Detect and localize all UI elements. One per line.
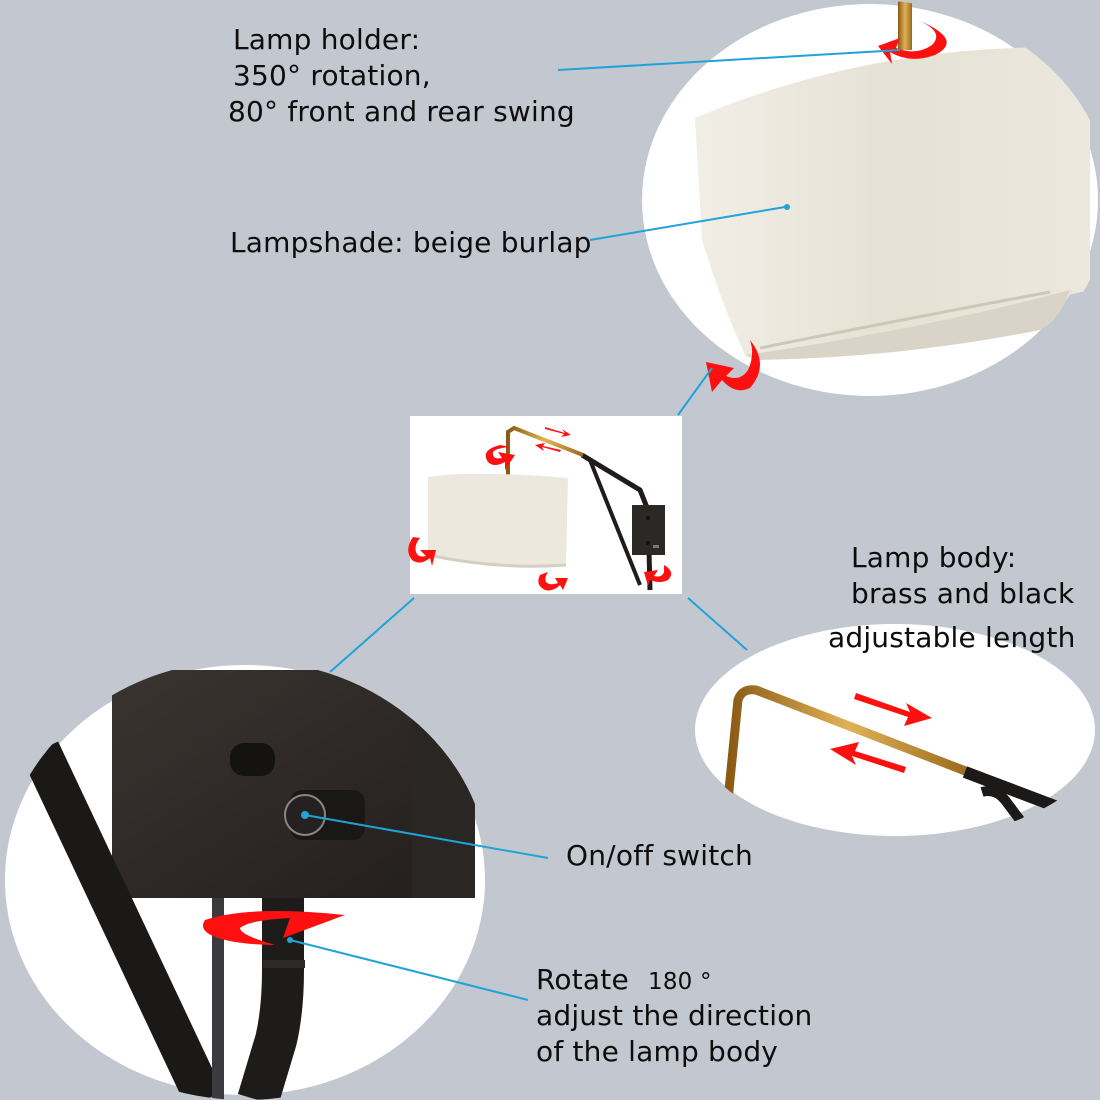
pointer-dot-icon [784, 204, 790, 210]
pointer-dot-icon [287, 937, 293, 943]
rotation-arrow-icon [203, 911, 345, 945]
lamp-holder-rotation: 350° rotation, [233, 59, 431, 92]
rotate-description-line2: of the lamp body [536, 1035, 779, 1068]
slide-arrow-icon [854, 693, 932, 726]
switch-detail-circle [5, 665, 485, 1100]
lamp-body-material: brass and black [851, 577, 1075, 610]
lampshade-label: Lampshade: beige burlap [230, 226, 592, 259]
lamp-body-title: Lamp body: [851, 541, 1017, 574]
product-overview-image [408, 416, 682, 594]
leader-lines [289, 49, 901, 1001]
rotation-arrow-icon [878, 20, 947, 64]
rotation-arrow-icon [408, 537, 436, 566]
rotation-arrow-icon [644, 565, 672, 586]
rotate-label: Rotate 180 ° [536, 962, 712, 1000]
lamp-holder-swing: 80° front and rear swing [228, 95, 575, 128]
slide-arrow-icon [535, 443, 561, 452]
rotate-degrees: 180 ° [647, 969, 712, 995]
slide-arrow-icon [545, 427, 571, 437]
lamp-holder-title: Lamp holder: [233, 23, 421, 56]
pointer-dot-icon [301, 811, 309, 819]
rotate-description-line1: adjust the direction [536, 999, 813, 1032]
rotate-word: Rotate [536, 963, 629, 996]
slide-arrow-icon [830, 742, 906, 773]
switch-label: On/off switch [566, 839, 753, 872]
rotation-arrow-icon [538, 572, 568, 591]
lamp-body-adjustable: adjustable length [828, 621, 1076, 654]
rotation-arrow-icon [706, 340, 760, 392]
lampshade-detail-circle [642, 0, 1098, 396]
lamp-body-detail-circle [695, 624, 1095, 836]
rotation-arrow-icon [485, 445, 515, 470]
